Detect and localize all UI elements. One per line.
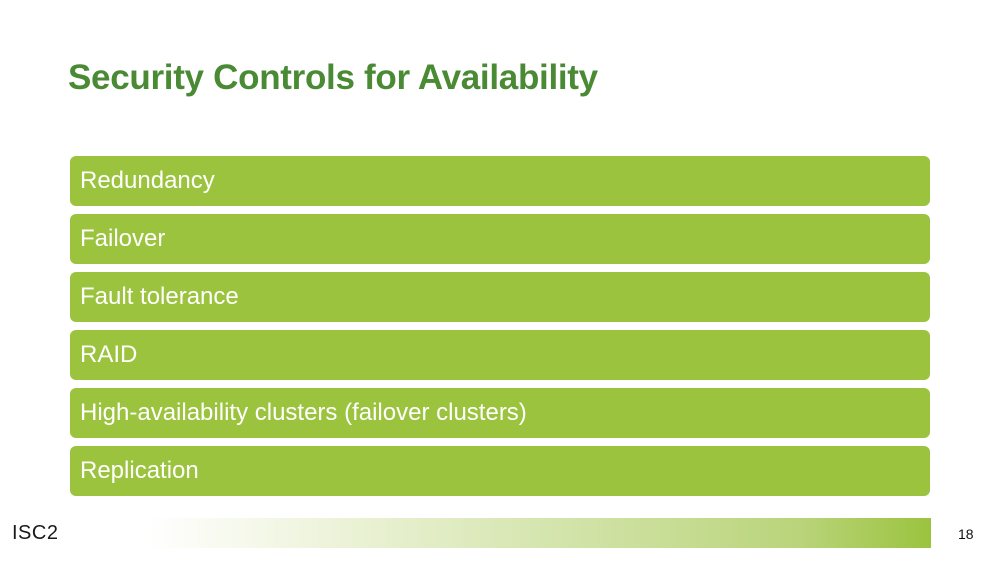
page-number: 18 xyxy=(958,526,974,542)
control-list: Redundancy Failover Fault tolerance RAID… xyxy=(70,156,930,504)
list-item-replication: Replication xyxy=(70,446,930,496)
slide-title: Security Controls for Availability xyxy=(68,58,598,97)
list-item-raid: RAID xyxy=(70,330,930,380)
list-item-ha-clusters: High-availability clusters (failover clu… xyxy=(70,388,930,438)
isc2-logo: ISC2 xyxy=(12,522,59,544)
list-item-failover: Failover xyxy=(70,214,930,264)
list-item-fault-tolerance: Fault tolerance xyxy=(70,272,930,322)
list-item-redundancy: Redundancy xyxy=(70,156,930,206)
footer-gradient-bar xyxy=(60,518,931,548)
